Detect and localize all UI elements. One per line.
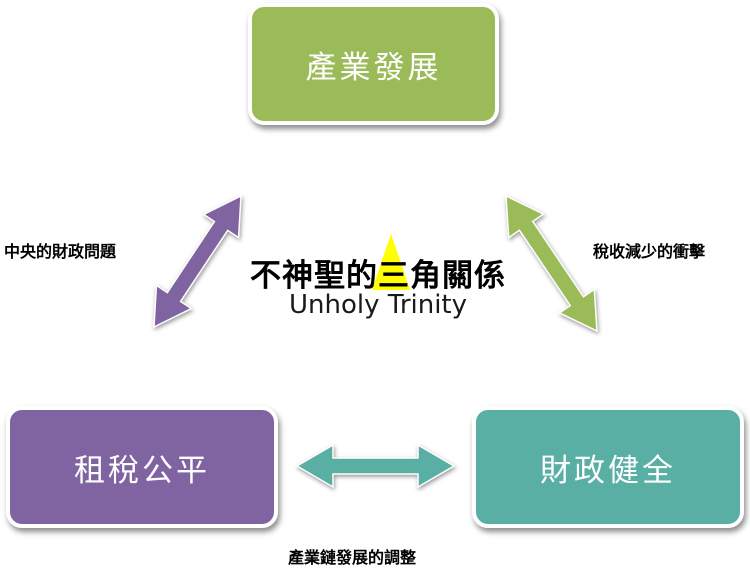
double-arrow-shape (295, 443, 456, 489)
diagram-title: 不神聖的三角關係 (250, 258, 506, 294)
double-arrow-icon (295, 443, 456, 489)
node-industry-development: 產業發展 (248, 3, 499, 125)
double-arrow-icon (153, 194, 242, 329)
triangle-icon (372, 234, 410, 290)
double-arrow-shape (505, 194, 598, 333)
edge-label-tax-finance: 產業鏈發展的調整 (288, 548, 417, 567)
node-fiscal-soundness: 財政健全 (472, 406, 744, 528)
double-arrow-icon (505, 194, 598, 333)
double-arrow-shape (153, 194, 242, 329)
diagram-subtitle: Unholy Trinity (288, 290, 468, 320)
edge-label-industry-finance: 稅收減少的衝擊 (593, 242, 706, 261)
node-tax-fairness: 租稅公平 (6, 406, 278, 528)
edge-label-tax-industry: 中央的財政問題 (4, 242, 117, 261)
